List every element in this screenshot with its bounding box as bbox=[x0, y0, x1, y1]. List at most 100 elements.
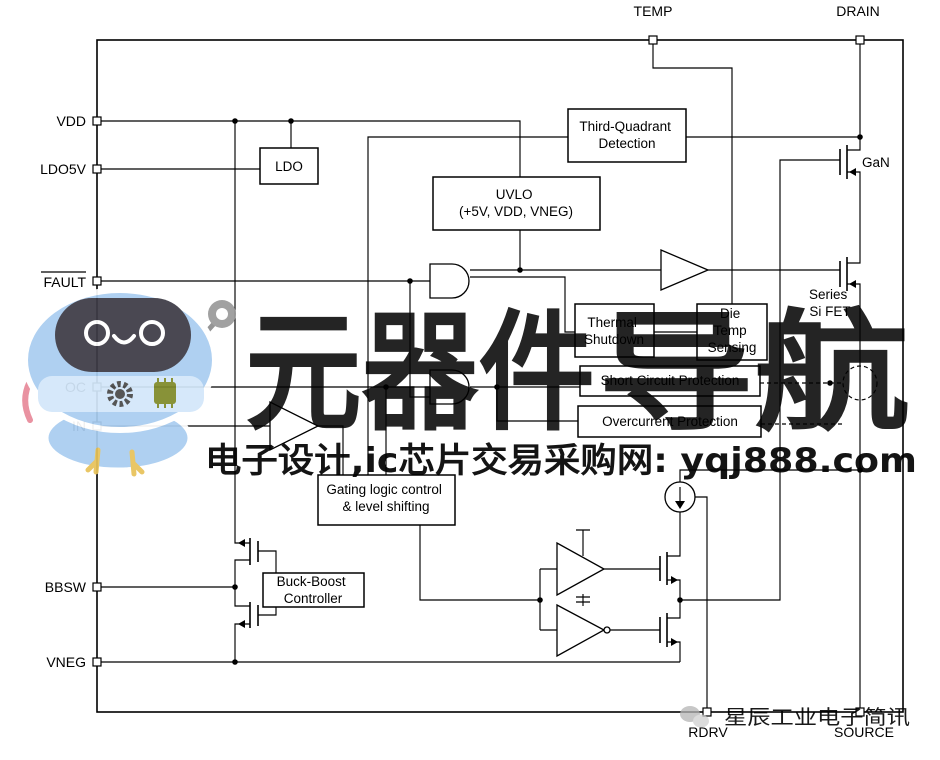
uvlo-box bbox=[432, 176, 601, 231]
gan-source-arrow bbox=[849, 168, 856, 176]
ldo-box bbox=[259, 147, 319, 185]
series-si-fet bbox=[839, 257, 856, 291]
buck-boost-upper-gate-wire bbox=[258, 550, 277, 573]
die-temp-line-3: Sensing bbox=[708, 340, 757, 355]
wechat-bubble-small bbox=[693, 714, 709, 728]
pin-label-vneg: VNEG bbox=[46, 654, 86, 670]
watermark: 元器件 导航 电子设计,ic芯片交易采购网: yqj888.com 星辰工业电子… bbox=[22, 287, 917, 729]
watermark-wechat-account: 星辰工业电子简讯 bbox=[724, 705, 910, 729]
buck-boost-line-2: Controller bbox=[284, 591, 343, 606]
fault-branch-wire bbox=[409, 281, 430, 398]
pin-label-rdrv: RDRV bbox=[688, 724, 728, 740]
ldo-block: LDO bbox=[259, 147, 319, 185]
current-source-arrowhead bbox=[675, 501, 685, 509]
overcurrent-block: Overcurrent Protection bbox=[577, 405, 762, 438]
transistors bbox=[238, 145, 856, 647]
short-circuit-box bbox=[579, 365, 761, 397]
uvlo-line-2: (+5V, VDD, VNEG) bbox=[459, 204, 573, 219]
gan-to-si-fet-wire bbox=[847, 171, 861, 264]
in-comparator-output-wire bbox=[318, 425, 344, 475]
bb-low-arrow bbox=[238, 620, 245, 628]
pin-fault bbox=[92, 276, 102, 286]
function-blocks: LDO Third-Quadrant Detection UVLO (+5V, … bbox=[259, 108, 768, 608]
inverter-bubble bbox=[603, 626, 611, 634]
current-sense-paths bbox=[760, 365, 878, 425]
buffer-decoupling-symbol bbox=[576, 594, 590, 606]
mascot-smile bbox=[112, 334, 136, 345]
pin-label-bbsw: BBSW bbox=[45, 579, 87, 595]
buck-boost-mid-wire bbox=[234, 559, 250, 607]
rdrv-wire bbox=[695, 496, 708, 708]
pin-rdrv bbox=[702, 707, 712, 717]
junction-dot bbox=[494, 384, 500, 390]
pin-drain bbox=[855, 35, 865, 45]
mascot-right-leg bbox=[129, 449, 145, 477]
buck-boost-low-fet bbox=[238, 602, 259, 628]
mascot-right-eye bbox=[139, 320, 165, 346]
buck-boost-label: Buck-Boost Controller bbox=[277, 574, 350, 606]
junction-dot bbox=[288, 118, 294, 124]
junction-dot bbox=[857, 134, 863, 140]
buck-boost-high-fet bbox=[238, 538, 259, 565]
junction-dot bbox=[232, 118, 238, 124]
mascot-face-visor bbox=[55, 298, 191, 372]
fet-drive-comparator bbox=[660, 249, 710, 291]
pin-vneg bbox=[92, 657, 102, 667]
out-low-arrow bbox=[671, 638, 678, 646]
junction-dot bbox=[827, 380, 833, 386]
uvlo-line-1: UVLO bbox=[496, 187, 533, 202]
junction-dot bbox=[677, 597, 683, 603]
pin-label-source: SOURCE bbox=[834, 724, 894, 740]
pin-label-drain: DRAIN bbox=[836, 3, 880, 19]
thermal-shutdown-box bbox=[574, 303, 655, 358]
buck-boost-lower-gate-wire bbox=[258, 607, 277, 616]
mascot-left-eye bbox=[84, 320, 110, 346]
current-source-top-wire bbox=[679, 469, 860, 482]
third-quadrant-label: Third-Quadrant Detection bbox=[579, 119, 674, 151]
third-quadrant-block: Third-Quadrant Detection bbox=[567, 108, 687, 163]
gating-line-2: & level shifting bbox=[342, 499, 429, 514]
low-side-driver-inverter bbox=[556, 603, 606, 658]
buck-boost-block: Buck-Boost Controller bbox=[262, 572, 365, 608]
thermal-shutdown-block: Thermal Shutdown bbox=[574, 303, 655, 358]
thermal-line-1: Thermal bbox=[587, 315, 637, 330]
watermark-brand-blue: 元器件 bbox=[245, 297, 595, 449]
third-quadrant-line-1: Third-Quadrant bbox=[579, 119, 671, 134]
junction-dot bbox=[383, 384, 389, 390]
pin-temp bbox=[648, 35, 658, 45]
output-high-fet bbox=[659, 552, 678, 585]
junction-dot bbox=[517, 267, 523, 273]
third-quadrant-line-2: Detection bbox=[598, 136, 655, 151]
third-quadrant-gating-wire bbox=[367, 136, 568, 475]
out-high-arrow bbox=[671, 576, 678, 584]
gan-transistor bbox=[839, 145, 856, 179]
gating-logic-block: Gating logic control & level shifting bbox=[317, 474, 456, 526]
series-si-fet-label: Series Si FET bbox=[809, 287, 851, 319]
pin-ldo5v bbox=[92, 164, 102, 174]
drain-wire bbox=[847, 44, 861, 151]
wechat-icon bbox=[680, 706, 709, 728]
overcurrent-label: Overcurrent Protection bbox=[602, 414, 738, 429]
mascot-antenna-nut-hole bbox=[216, 308, 228, 320]
temp-wire bbox=[652, 44, 733, 304]
die-temp-label: Die Temp Sensing bbox=[708, 306, 757, 355]
mascot-chip-pins bbox=[157, 378, 173, 408]
input-comparator bbox=[269, 400, 320, 452]
vdd-wire bbox=[101, 120, 521, 177]
and-to-thermal-wire bbox=[470, 276, 575, 333]
high-side-driver-buffer bbox=[556, 541, 606, 597]
fault-and-gate bbox=[429, 263, 470, 299]
buck-boost-box bbox=[262, 572, 365, 608]
uvlo-label: UVLO (+5V, VDD, VNEG) bbox=[459, 187, 573, 219]
pin-label-temp: TEMP bbox=[634, 3, 673, 19]
gating-logic-label: Gating logic control & level shifting bbox=[326, 482, 445, 514]
oc-and-gate bbox=[429, 369, 470, 405]
short-circuit-block: Short Circuit Protection bbox=[579, 365, 761, 397]
current-sense-ring bbox=[842, 365, 878, 401]
ldo-label: LDO bbox=[275, 159, 303, 174]
vneg-branch-wire bbox=[234, 623, 250, 662]
junction-dot bbox=[857, 467, 863, 473]
watermark-tagline: 电子设计,ic芯片交易采购网: yqj888.com bbox=[205, 441, 917, 481]
die-temp-block: Die Temp Sensing bbox=[696, 303, 768, 361]
